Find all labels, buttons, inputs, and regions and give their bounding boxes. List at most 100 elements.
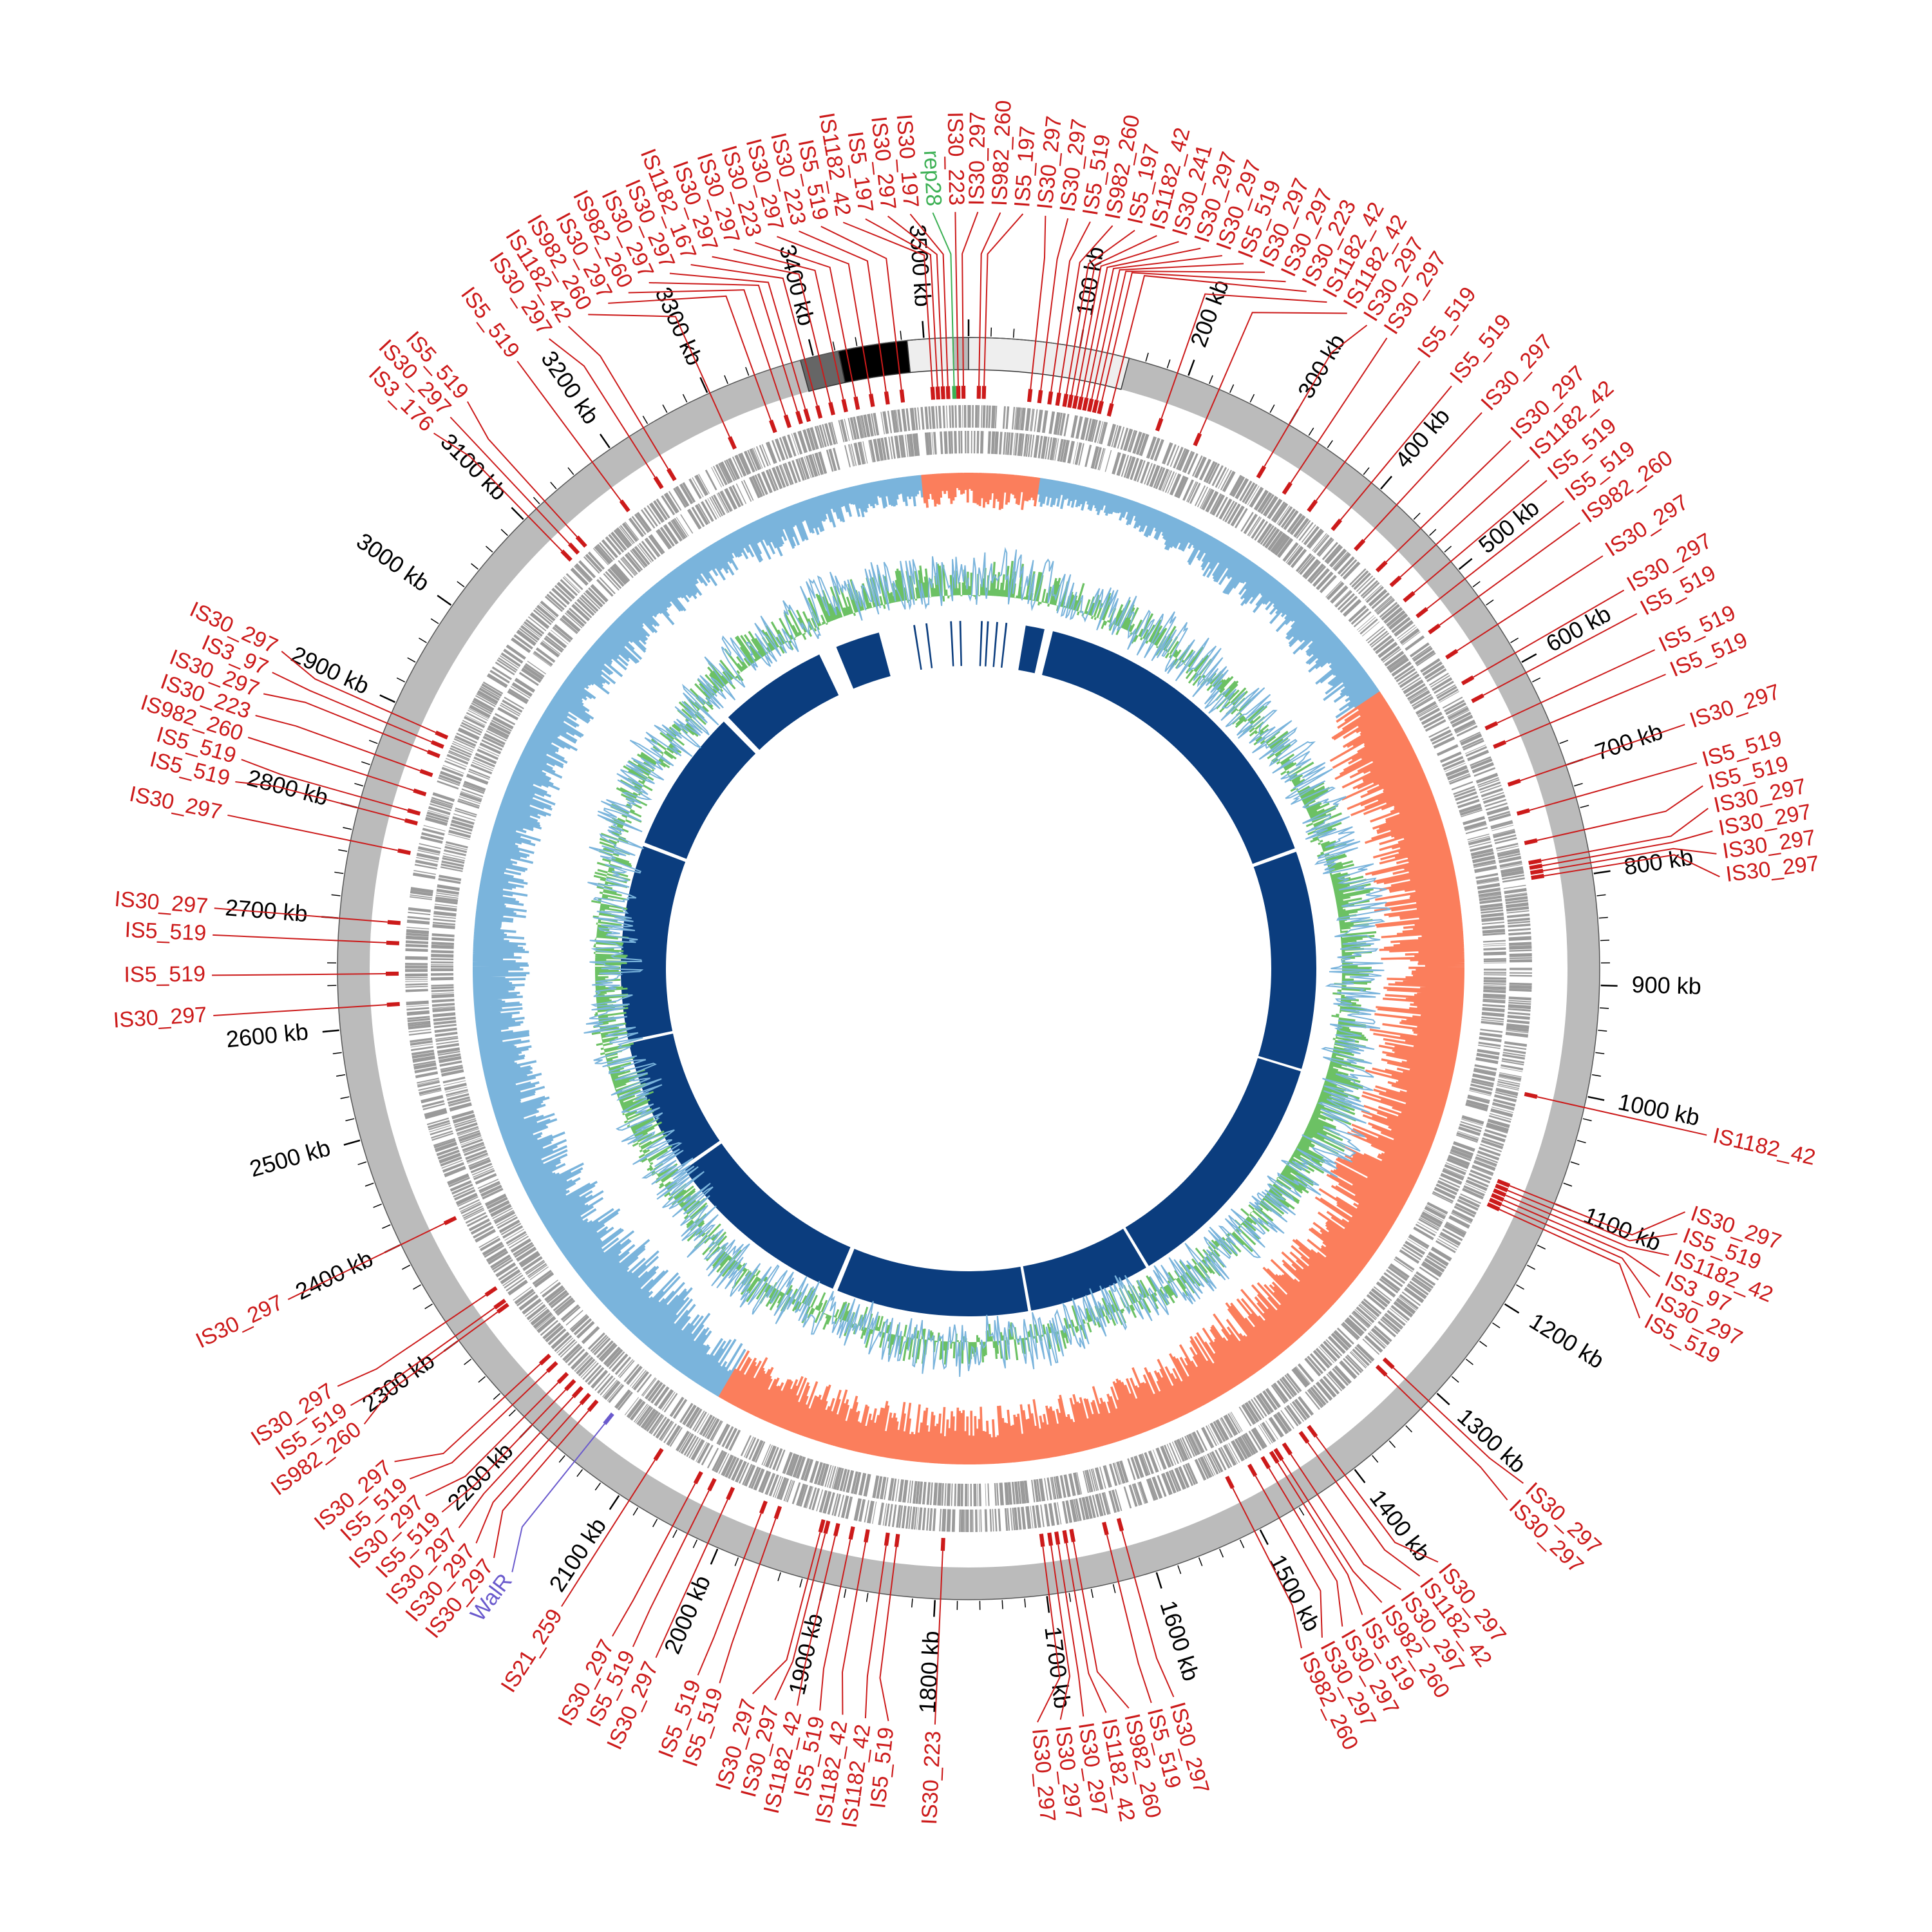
label-connector	[697, 1513, 762, 1676]
label-connector	[1277, 1462, 1363, 1615]
is-marker	[1471, 693, 1484, 703]
minor-tick	[1596, 894, 1606, 896]
minor-tick	[1249, 393, 1255, 403]
is-marker	[769, 419, 777, 433]
label-connector	[1290, 337, 1388, 484]
minor-tick	[334, 871, 344, 875]
is-marker	[833, 1522, 840, 1537]
minor-tick	[430, 618, 439, 625]
label-connector	[755, 242, 857, 397]
major-tick	[922, 321, 925, 338]
tick-label: 2300 kb	[357, 1347, 439, 1417]
gc-line-blue	[583, 547, 1391, 1377]
is-marker	[413, 788, 427, 797]
major-tick	[379, 694, 395, 703]
is-marker	[579, 1392, 591, 1405]
is-marker	[1486, 1202, 1501, 1211]
is-marker	[853, 396, 860, 410]
label-connector	[1363, 412, 1482, 541]
is-marker	[1331, 518, 1343, 531]
label-connector	[561, 1459, 656, 1607]
label-connector	[1509, 1185, 1685, 1236]
minor-tick	[1219, 1549, 1224, 1558]
major-tick	[710, 1548, 719, 1565]
minor-tick	[533, 497, 540, 504]
label-connector	[978, 212, 1001, 386]
is-element-label: IS982_260	[987, 100, 1016, 207]
major-tick	[1587, 1095, 1605, 1101]
is-element-label: IS21_259	[497, 1605, 567, 1697]
is-marker	[1507, 779, 1521, 787]
label-connector	[934, 1551, 943, 1725]
major-tick	[322, 1029, 339, 1033]
label-connector	[1072, 1542, 1130, 1709]
label-connector	[516, 361, 622, 502]
label-connector	[1091, 263, 1244, 399]
label-connector	[887, 215, 943, 386]
label-connector	[1121, 1530, 1175, 1698]
label-connector	[213, 934, 386, 943]
tick-label: 900 kb	[1631, 971, 1701, 999]
label-connector	[1065, 1542, 1107, 1713]
minor-tick	[745, 366, 750, 376]
label-connector	[628, 289, 786, 416]
is-marker	[571, 1386, 583, 1399]
minor-tick	[1510, 638, 1519, 643]
major-tick	[437, 594, 452, 606]
is-marker	[894, 1533, 900, 1548]
is-marker	[899, 389, 905, 403]
is-marker	[386, 940, 400, 945]
is-marker	[1307, 499, 1318, 513]
is-element-label: IS30_297	[965, 111, 990, 205]
minor-tick	[396, 677, 405, 683]
is-marker	[1247, 1463, 1258, 1477]
is-marker	[1102, 1521, 1109, 1535]
major-tick	[1259, 1529, 1269, 1546]
tick-label: 1200 kb	[1525, 1307, 1609, 1374]
is-marker	[1307, 1425, 1318, 1438]
tick-label: 3500 kb	[904, 223, 936, 308]
minor-tick	[1239, 1539, 1245, 1548]
inner-ring-gap	[1121, 1225, 1150, 1270]
tick-label: 300 kb	[1293, 330, 1350, 403]
is-marker	[419, 769, 433, 777]
label-connector	[632, 1490, 710, 1647]
label-connector	[820, 225, 902, 390]
is-marker	[1493, 740, 1507, 749]
is-marker	[1047, 391, 1054, 405]
label-connector	[1439, 522, 1580, 626]
minor-tick	[457, 581, 465, 587]
is-marker	[783, 414, 791, 428]
is-marker	[404, 818, 418, 826]
label-connector	[1232, 1488, 1302, 1649]
label-connector	[235, 781, 406, 821]
label-connector	[983, 213, 1024, 386]
minor-tick	[682, 393, 688, 403]
is-marker	[538, 1354, 551, 1366]
minor-tick	[1372, 1455, 1379, 1463]
label-connector	[1307, 1442, 1421, 1577]
is-marker	[1528, 858, 1542, 866]
is-marker	[1524, 838, 1538, 846]
label-connector	[752, 1531, 821, 1694]
tick-label: 1900 kb	[783, 1611, 828, 1697]
minor-tick	[1526, 1264, 1536, 1270]
label-connector	[608, 295, 772, 421]
label-connector	[212, 973, 386, 976]
label-connector	[932, 212, 955, 386]
is-marker	[1069, 1528, 1076, 1542]
is-marker	[1461, 675, 1475, 686]
minor-tick	[558, 1455, 565, 1463]
is-marker	[930, 386, 936, 400]
label-connector	[733, 249, 844, 400]
inner-ring-gap	[831, 1245, 856, 1293]
minor-tick	[1327, 440, 1333, 448]
label-connector	[774, 1533, 826, 1701]
label-connector	[425, 1382, 559, 1497]
is-marker	[961, 386, 966, 399]
label-connector	[1457, 555, 1604, 652]
label-connector	[247, 737, 414, 791]
label-connector	[719, 1518, 777, 1683]
is-marker	[707, 1478, 717, 1492]
minor-tick	[1001, 1600, 1003, 1609]
